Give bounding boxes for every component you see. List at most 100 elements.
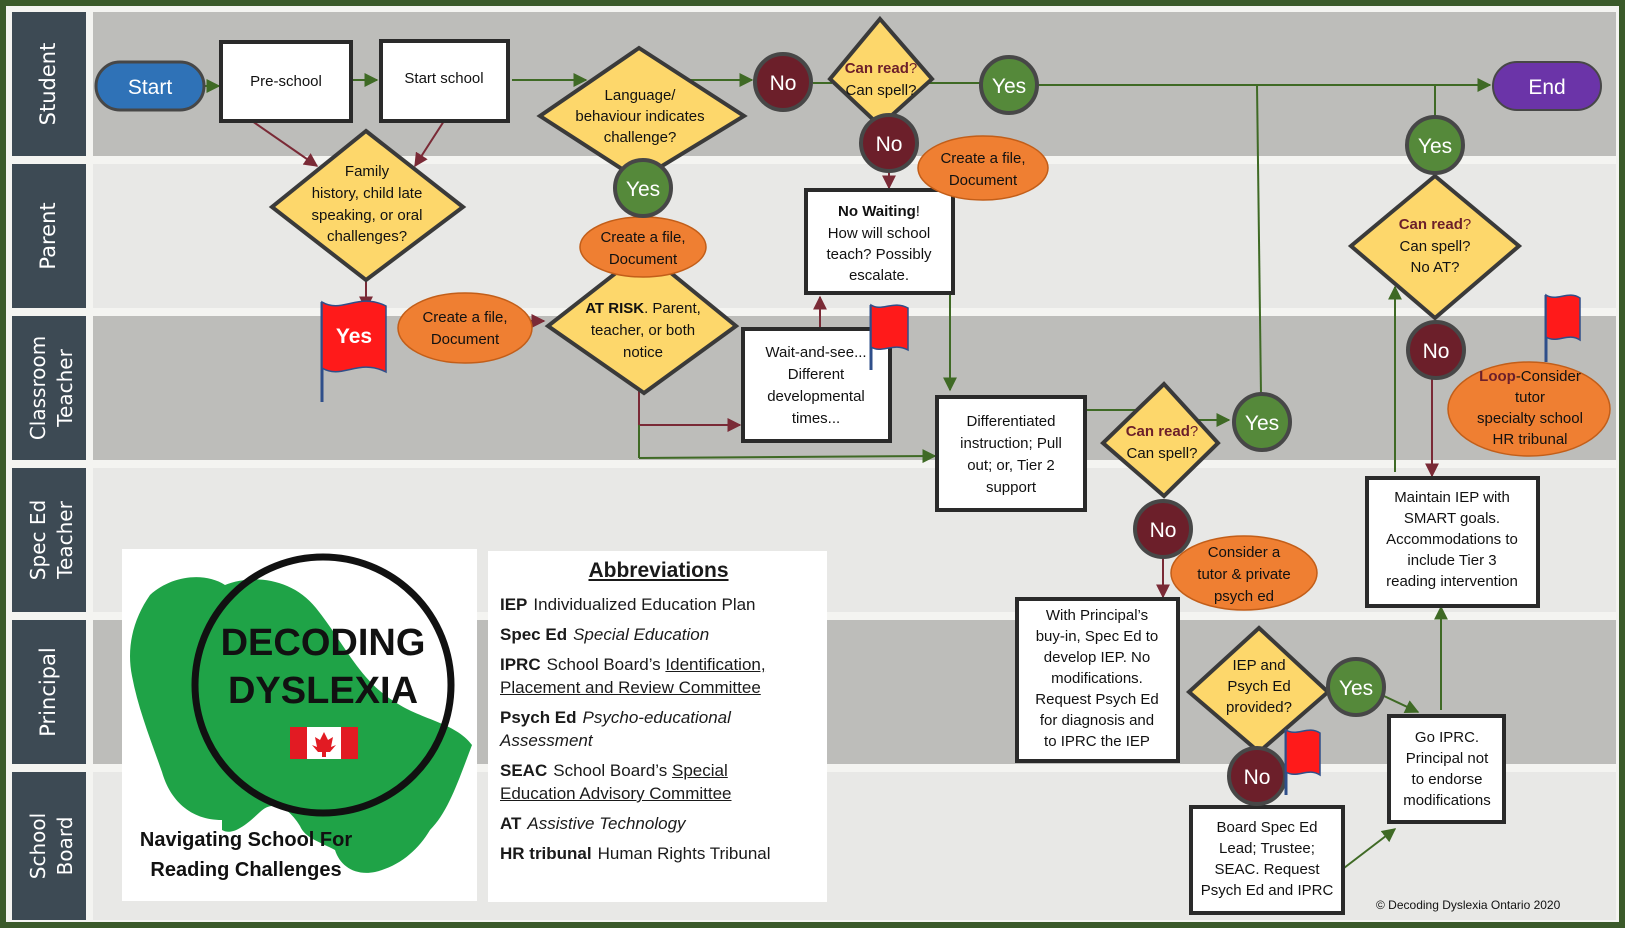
no-waiting-title: No Waiting! [838, 203, 920, 220]
differentiated-line-3: out; or, Tier 2 [967, 457, 1055, 474]
can-read-1-line-1: Can read? [845, 60, 918, 77]
abbr-psych-ed-value-2: Assessment [500, 731, 593, 750]
can-read-3-line-3: No AT? [1411, 259, 1460, 276]
lane-header-classroom-teacher [12, 316, 86, 460]
maintain-iep-box [1365, 476, 1540, 608]
abbr-seac-value-2: Education Advisory Committee [500, 784, 732, 803]
iep-psych-line-3: provided? [1226, 699, 1292, 716]
create-file-1-line-1: Create a file, [422, 309, 507, 326]
can-read-3-line-2: Can spell? [1400, 238, 1471, 255]
logo-title-line-2: DYSLEXIA [228, 670, 418, 712]
iep-psych-line-2: Psych Ed [1227, 678, 1290, 695]
loop-line-3: specialty school [1477, 410, 1583, 427]
differentiated-line-4: support [986, 479, 1037, 496]
lane-header-student [12, 12, 86, 156]
yes-circle-2 [613, 158, 673, 218]
principal-buyin-line-4: modifications. [1051, 670, 1143, 687]
no-circle-4 [1133, 499, 1193, 559]
abbr-iprc-key: IPRC [500, 655, 541, 674]
consider-tutor-line-1: Consider a [1208, 544, 1281, 561]
connectors [204, 73, 1492, 869]
go-iprc-box [1387, 714, 1506, 824]
principal-buyin-line-7: to IPRC the IEP [1044, 733, 1150, 750]
differentiated-line-2: instruction; Pull [960, 435, 1062, 452]
abbr-spec-ed-key: Spec Ed [500, 625, 568, 644]
wait-and-see-line-2: Different [788, 366, 845, 383]
lane-label-student: Student [36, 43, 60, 126]
maintain-iep-line-5: reading intervention [1386, 573, 1518, 590]
abbr-psych-ed-key: Psych Ed [500, 708, 577, 727]
language-behaviour-line-3: challenge? [604, 129, 677, 146]
wait-and-see-line-1: Wait-and-see... [765, 344, 866, 361]
logo-caption-line-2: Reading Challenges [150, 859, 341, 881]
lane-header-principal [12, 620, 86, 764]
can-read-1-line-2: Can spell? [846, 82, 917, 99]
yes-label-3: Yes [1418, 135, 1452, 158]
lane-header-spec-ed-teacher [12, 468, 86, 612]
abbr-iprc: IPRC School Board’s Identification, Placem… [500, 653, 817, 699]
family-history-line-4: challenges? [327, 228, 407, 245]
loop-line-4: HR tribunal [1492, 431, 1567, 448]
no-circle-3 [1406, 320, 1466, 380]
board-lead-line-1: Board Spec Ed [1217, 819, 1318, 836]
abbr-psych-ed-value-1: Psycho-educational [582, 708, 731, 727]
abbr-spec-ed-value: Special Education [573, 625, 710, 644]
yes-circle-3 [1405, 115, 1465, 175]
no-label-4: No [1150, 519, 1177, 542]
no-label-3: No [1423, 340, 1450, 363]
lane-header-parent [12, 164, 86, 308]
lane-label-school-board-2: Board [53, 817, 77, 876]
abbr-iprc-value-1: Identification, [665, 655, 766, 674]
board-lead-line-2: Lead; Trustee; [1219, 840, 1315, 857]
abbr-spec-ed: Spec Ed Special Education [500, 623, 817, 646]
lane-label-school-board-1: School [26, 813, 50, 879]
preschool-text: Pre-school [250, 73, 322, 90]
red-flag-icon [1284, 728, 1321, 795]
loop-line-1: Loop-Consider [1479, 368, 1581, 385]
abbr-hr-value: Human Rights Tribunal [597, 844, 771, 863]
logo-ring [191, 553, 455, 817]
principal-buyin-line-6: for diagnosis and [1040, 712, 1154, 729]
yes-label-2: Yes [626, 178, 660, 201]
start-terminator [94, 60, 206, 112]
differentiated-line-1: Differentiated [967, 413, 1056, 430]
no-label-5: No [1244, 766, 1271, 789]
maintain-iep-line-2: SMART goals. [1404, 510, 1500, 527]
yes-label-5: Yes [1339, 677, 1373, 700]
create-file-3-line-1: Create a file, [940, 150, 1025, 167]
abbr-hr-key: HR tribunal [500, 844, 592, 863]
create-file-oval-2 [579, 216, 707, 278]
abbr-iep-key: IEP [500, 595, 528, 614]
go-iprc-line-3: to endorse [1412, 771, 1483, 788]
lane-label-spec-ed-1: Spec Ed [26, 500, 50, 580]
at-risk-line-1: AT RISK. Parent, [585, 300, 701, 317]
can-read-diamond-3 [1347, 173, 1523, 321]
go-iprc-line-4: modifications [1403, 792, 1491, 809]
consider-tutor-oval [1170, 535, 1318, 611]
abbr-iprc-value-2: Placement and Review Committee [500, 678, 761, 697]
canada-flag-icon [290, 727, 358, 759]
board-lead-line-3: SEAC. Request [1214, 861, 1320, 878]
yes-label-1: Yes [992, 75, 1026, 98]
lane-label-spec-ed-2: Teacher [53, 500, 77, 579]
lane-label-classroom-teacher-1: Classroom [26, 336, 50, 440]
lane-label-principal: Principal [36, 647, 60, 737]
abbr-seac-key: SEAC [500, 761, 548, 780]
loop-line-2: tutor [1515, 389, 1545, 406]
abbr-seac-value-1: Special [672, 761, 728, 780]
can-read-3-line-1: Can read? [1399, 216, 1472, 233]
family-history-line-1: Family [345, 163, 390, 180]
board-lead-line-4: Psych Ed and IPRC [1201, 882, 1334, 899]
yes-label-4: Yes [1245, 412, 1279, 435]
consider-tutor-line-3: psych ed [1214, 588, 1274, 605]
create-file-2-line-2: Document [609, 251, 678, 268]
abbr-iprc-prefix: School Board’s [546, 655, 661, 674]
lane-label-classroom-teacher-2: Teacher [53, 348, 77, 427]
